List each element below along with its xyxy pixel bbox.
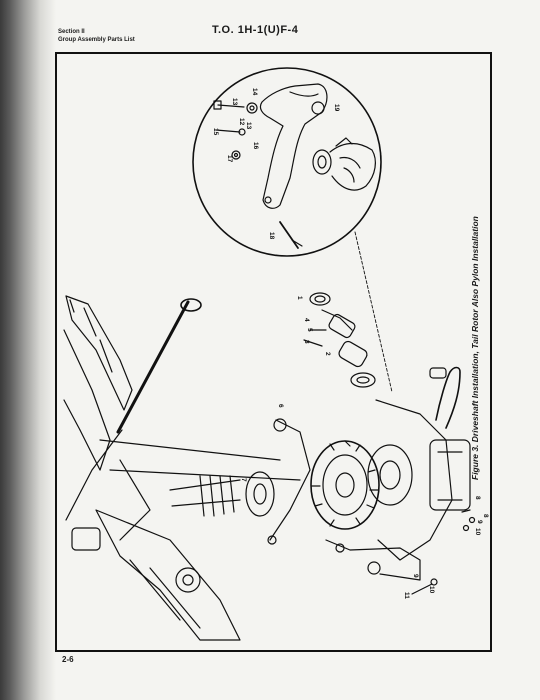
- callout-10b: 10: [428, 586, 435, 594]
- callout-15: 15: [212, 128, 219, 136]
- callout-8b: 8: [482, 514, 489, 518]
- callout-6: 6: [277, 404, 284, 408]
- callout-9b: 9: [412, 574, 419, 578]
- callouts: 14 13 12 13 19 15 17 16 18 1 4 5 3 2 6 8…: [212, 88, 489, 599]
- section-header: Section II Group Assembly Parts List: [58, 28, 135, 44]
- to-number: T.O. 1H-1(U)F-4: [212, 24, 299, 36]
- callout-19: 19: [333, 104, 340, 112]
- callout-10: 10: [474, 528, 481, 536]
- callout-3: 3: [303, 340, 310, 344]
- page-number: 2-6: [62, 655, 74, 664]
- callout-7: 7: [240, 478, 247, 482]
- callout-18: 18: [268, 232, 275, 240]
- callout-17: 17: [226, 155, 233, 163]
- section-subtitle: Group Assembly Parts List: [58, 37, 135, 43]
- rotor-assembly: [63, 295, 476, 641]
- binding-shadow: [0, 0, 56, 700]
- figure-caption: Figure 3. Driveshaft Installation, Tail …: [470, 216, 480, 480]
- callout-13b: 13: [245, 122, 252, 130]
- section-label: Section II: [58, 29, 85, 35]
- detail-inset: [192, 67, 382, 257]
- callout-13: 13: [231, 98, 238, 106]
- callout-12: 12: [238, 118, 245, 126]
- callout-9: 9: [476, 520, 483, 524]
- callout-4: 4: [303, 318, 310, 322]
- callout-14: 14: [251, 88, 258, 96]
- callout-16: 16: [252, 142, 259, 150]
- callout-8: 8: [474, 496, 481, 500]
- callout-11: 11: [403, 592, 410, 599]
- callout-1: 1: [296, 296, 303, 300]
- figure-frame: [55, 52, 492, 652]
- exploded-parts: [303, 292, 376, 388]
- callout-5: 5: [306, 328, 313, 332]
- callout-2: 2: [324, 352, 331, 356]
